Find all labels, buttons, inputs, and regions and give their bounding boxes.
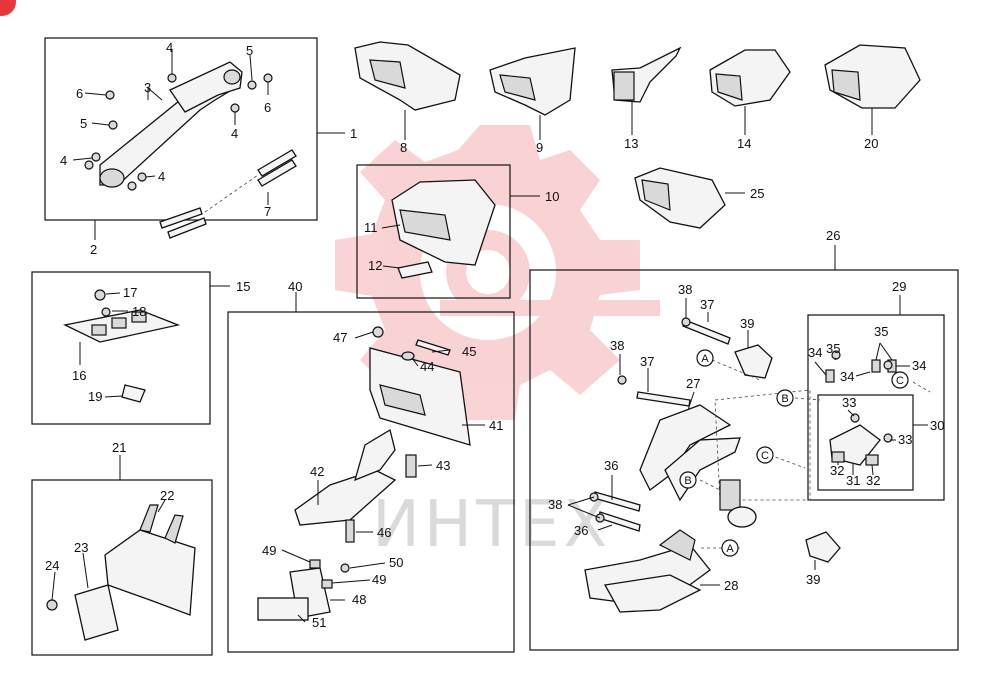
callout-39b: 39	[806, 572, 820, 587]
callout-31: 31	[846, 473, 860, 488]
callout-10: 10	[545, 189, 559, 204]
callout-30: 30	[930, 418, 944, 433]
group-10-bucket	[356, 164, 540, 299]
callout-2: 2	[90, 242, 97, 257]
callout-38c: 38	[548, 497, 562, 512]
group-40-attachment	[227, 292, 515, 653]
callout-6a: 6	[76, 86, 83, 101]
callout-44: 44	[420, 359, 434, 374]
callout-35b: 35	[874, 324, 888, 339]
marker-c-2: C	[756, 446, 774, 464]
callout-4d: 4	[158, 169, 165, 184]
callout-4c: 4	[60, 153, 67, 168]
callout-34b: 34	[840, 369, 854, 384]
callout-38a: 38	[678, 282, 692, 297]
callout-42: 42	[310, 464, 324, 479]
callout-32a: 32	[830, 463, 844, 478]
corner-badge	[0, 0, 16, 16]
callout-32b: 32	[866, 473, 880, 488]
svg-text:C: C	[896, 375, 904, 387]
callout-33a: 33	[842, 395, 856, 410]
callout-27: 27	[686, 376, 700, 391]
callout-40: 40	[288, 279, 302, 294]
callout-3: 3	[144, 80, 151, 95]
callout-7: 7	[264, 204, 271, 219]
callout-22: 22	[160, 488, 174, 503]
callout-16: 16	[72, 368, 86, 383]
callout-26: 26	[826, 228, 840, 243]
callout-45: 45	[462, 344, 476, 359]
callout-29: 29	[892, 279, 906, 294]
marker-b-1: B	[776, 389, 794, 407]
bucket-20	[824, 44, 921, 135]
callout-9: 9	[536, 140, 543, 155]
callout-34a: 34	[808, 345, 822, 360]
callout-28: 28	[724, 578, 738, 593]
marker-c-1: C	[891, 371, 909, 389]
callout-5b: 5	[80, 116, 87, 131]
callout-17: 17	[123, 285, 137, 300]
bucket-14	[709, 49, 791, 135]
callout-19: 19	[88, 389, 102, 404]
callout-36b: 36	[574, 523, 588, 538]
callout-38b: 38	[610, 338, 624, 353]
marker-b-2: B	[679, 471, 697, 489]
group-26-grapple	[529, 245, 959, 651]
callout-18: 18	[132, 304, 146, 319]
callout-33b: 33	[898, 432, 912, 447]
callout-39a: 39	[740, 316, 754, 331]
group-15-panel	[31, 271, 230, 425]
callout-12: 12	[368, 258, 382, 273]
callout-37a: 37	[700, 297, 714, 312]
callout-43: 43	[436, 458, 450, 473]
ripper-13	[611, 46, 682, 135]
callout-47: 47	[333, 330, 347, 345]
callout-20: 20	[864, 136, 878, 151]
callout-13: 13	[624, 136, 638, 151]
watermark-text: ИНТЕХ	[372, 488, 611, 562]
callout-25: 25	[750, 186, 764, 201]
marker-a-2: A	[721, 539, 739, 557]
bucket-9	[489, 47, 576, 140]
callout-35a: 35	[826, 341, 840, 356]
bucket-8	[354, 41, 461, 140]
callout-6b: 6	[264, 100, 271, 115]
marker-a-1: A	[696, 349, 714, 367]
callout-5a: 5	[246, 43, 253, 58]
callout-46: 46	[377, 525, 391, 540]
callout-51: 51	[312, 615, 326, 630]
callout-1: 1	[350, 126, 357, 141]
callout-4b: 4	[231, 126, 238, 141]
callout-36a: 36	[604, 458, 618, 473]
callout-8: 8	[400, 140, 407, 155]
callout-23: 23	[74, 540, 88, 555]
callout-41: 41	[489, 418, 503, 433]
svg-text:A: A	[701, 353, 709, 365]
callout-4a: 4	[166, 40, 173, 55]
callout-49b: 49	[372, 572, 386, 587]
group-1-boom	[44, 37, 345, 240]
group-21-bucket	[31, 455, 213, 656]
svg-text:B: B	[684, 475, 691, 487]
svg-text:A: A	[726, 543, 734, 555]
bucket-25	[634, 167, 745, 229]
callout-49a: 49	[262, 543, 276, 558]
svg-text:C: C	[761, 450, 769, 462]
callout-21: 21	[112, 440, 126, 455]
callout-37b: 37	[640, 354, 654, 369]
callout-14: 14	[737, 136, 751, 151]
svg-text:B: B	[781, 393, 788, 405]
callout-11: 11	[364, 220, 378, 235]
callout-15: 15	[236, 279, 250, 294]
callout-34c: 34	[912, 358, 926, 373]
callout-24: 24	[45, 558, 59, 573]
callout-48: 48	[352, 592, 366, 607]
callout-50: 50	[389, 555, 403, 570]
